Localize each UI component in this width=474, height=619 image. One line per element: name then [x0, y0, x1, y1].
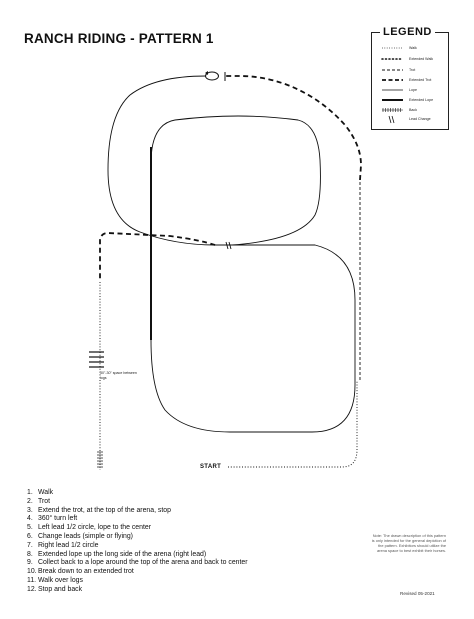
lead-change-marker [225, 241, 232, 250]
step-item: 12.Stop and back [27, 586, 248, 595]
step-number: 5. [27, 524, 33, 532]
legend-label-trot: Trot [409, 68, 416, 72]
step-number: 12. [27, 585, 37, 593]
step-text: Break down to an extended trot [38, 568, 134, 576]
legend-label-walk: Walk [409, 46, 417, 50]
legend-back-sample [382, 108, 403, 112]
step-item: 5. Left lead 1/2 circle, lope to the cent… [27, 524, 248, 533]
step-number: 6. [27, 532, 33, 540]
legend-label-extended-walk: Extended Walk [409, 57, 434, 61]
step-text: Right lead 1/2 circle [38, 541, 99, 549]
turn-360-marker [205, 71, 219, 81]
step-number: 3. [27, 506, 33, 514]
step-number: 10. [27, 568, 37, 576]
legend-lead-change-sample [388, 115, 395, 124]
step-text: 360° turn left [38, 515, 78, 523]
legend-label-lead-change: Lead Change [409, 117, 431, 121]
step-text: Change leads (simple or flying) [38, 532, 133, 540]
pattern-paths [89, 71, 362, 470]
step-number: 1. [27, 489, 33, 496]
step-number: 4. [27, 515, 33, 523]
back-marker [97, 451, 103, 468]
step-item: 4. 360° turn left [27, 515, 248, 524]
step-text: Left lead 1/2 circle, lope to the center [38, 524, 151, 532]
step-text: Walk [38, 489, 54, 496]
step-item: 2. Trot [27, 498, 248, 507]
step-number: 8. [27, 550, 33, 558]
step-text: Collect back to a lope around the top of… [38, 559, 248, 567]
legend-label-lope: Lope [409, 88, 417, 92]
step-text: Extend the trot, at the top of the arena… [38, 506, 171, 514]
step-item: 8. Extended lope up the long side of the … [27, 551, 248, 560]
legend-heading: LEGEND [380, 26, 435, 38]
step-item: 6. Change leads (simple or flying) [27, 533, 248, 542]
page-title: RANCH RIDING - PATTERN 1 [24, 31, 214, 46]
start-label: START [200, 464, 222, 470]
step-text: Stop and back [38, 585, 83, 593]
legend-label-extended-lope: Extended Lope [409, 98, 434, 102]
step-number: 11. [27, 576, 37, 584]
step-text: Extended lope up the long side of the ar… [38, 550, 207, 558]
step-item: 7. Right lead 1/2 circle [27, 542, 248, 551]
step-number: 2. [27, 497, 33, 505]
pattern-steps: 1. Walk 2. Trot 3. Extend the trot, at the … [27, 489, 248, 595]
legend-label-extended-trot: Extended Trot [409, 78, 432, 82]
extended-trot-top [226, 75, 362, 181]
step-text: Walk over logs [38, 576, 83, 584]
legend-box [371, 32, 449, 130]
legend-label-back: Back [409, 108, 417, 112]
step-item: 10.Break down to an extended trot [27, 568, 248, 577]
lope-bottom-loop [150, 244, 356, 433]
disclaimer-note: Note: The drawn description of this patt… [371, 533, 446, 554]
logs [89, 351, 104, 368]
step-number: 7. [27, 541, 33, 549]
step-number: 9. [27, 559, 33, 567]
revision-date: Revised 05-2021 [400, 591, 435, 596]
step-item: 11.Walk over logs [27, 577, 248, 586]
step-item: 3. Extend the trot, at the top of the are… [27, 507, 248, 516]
extended-trot-left [99, 232, 216, 280]
walk-from-start [228, 380, 358, 468]
logs-spacing-note: 30"-30" space between logs [100, 371, 137, 380]
step-text: Trot [38, 497, 50, 505]
step-item: 9. Collect back to a lope around the top … [27, 559, 248, 568]
step-item: 1. Walk [27, 489, 248, 498]
legend-samples [381, 47, 404, 124]
lope-left-half-circle [107, 75, 232, 246]
lope-right-half-circle [150, 115, 321, 246]
